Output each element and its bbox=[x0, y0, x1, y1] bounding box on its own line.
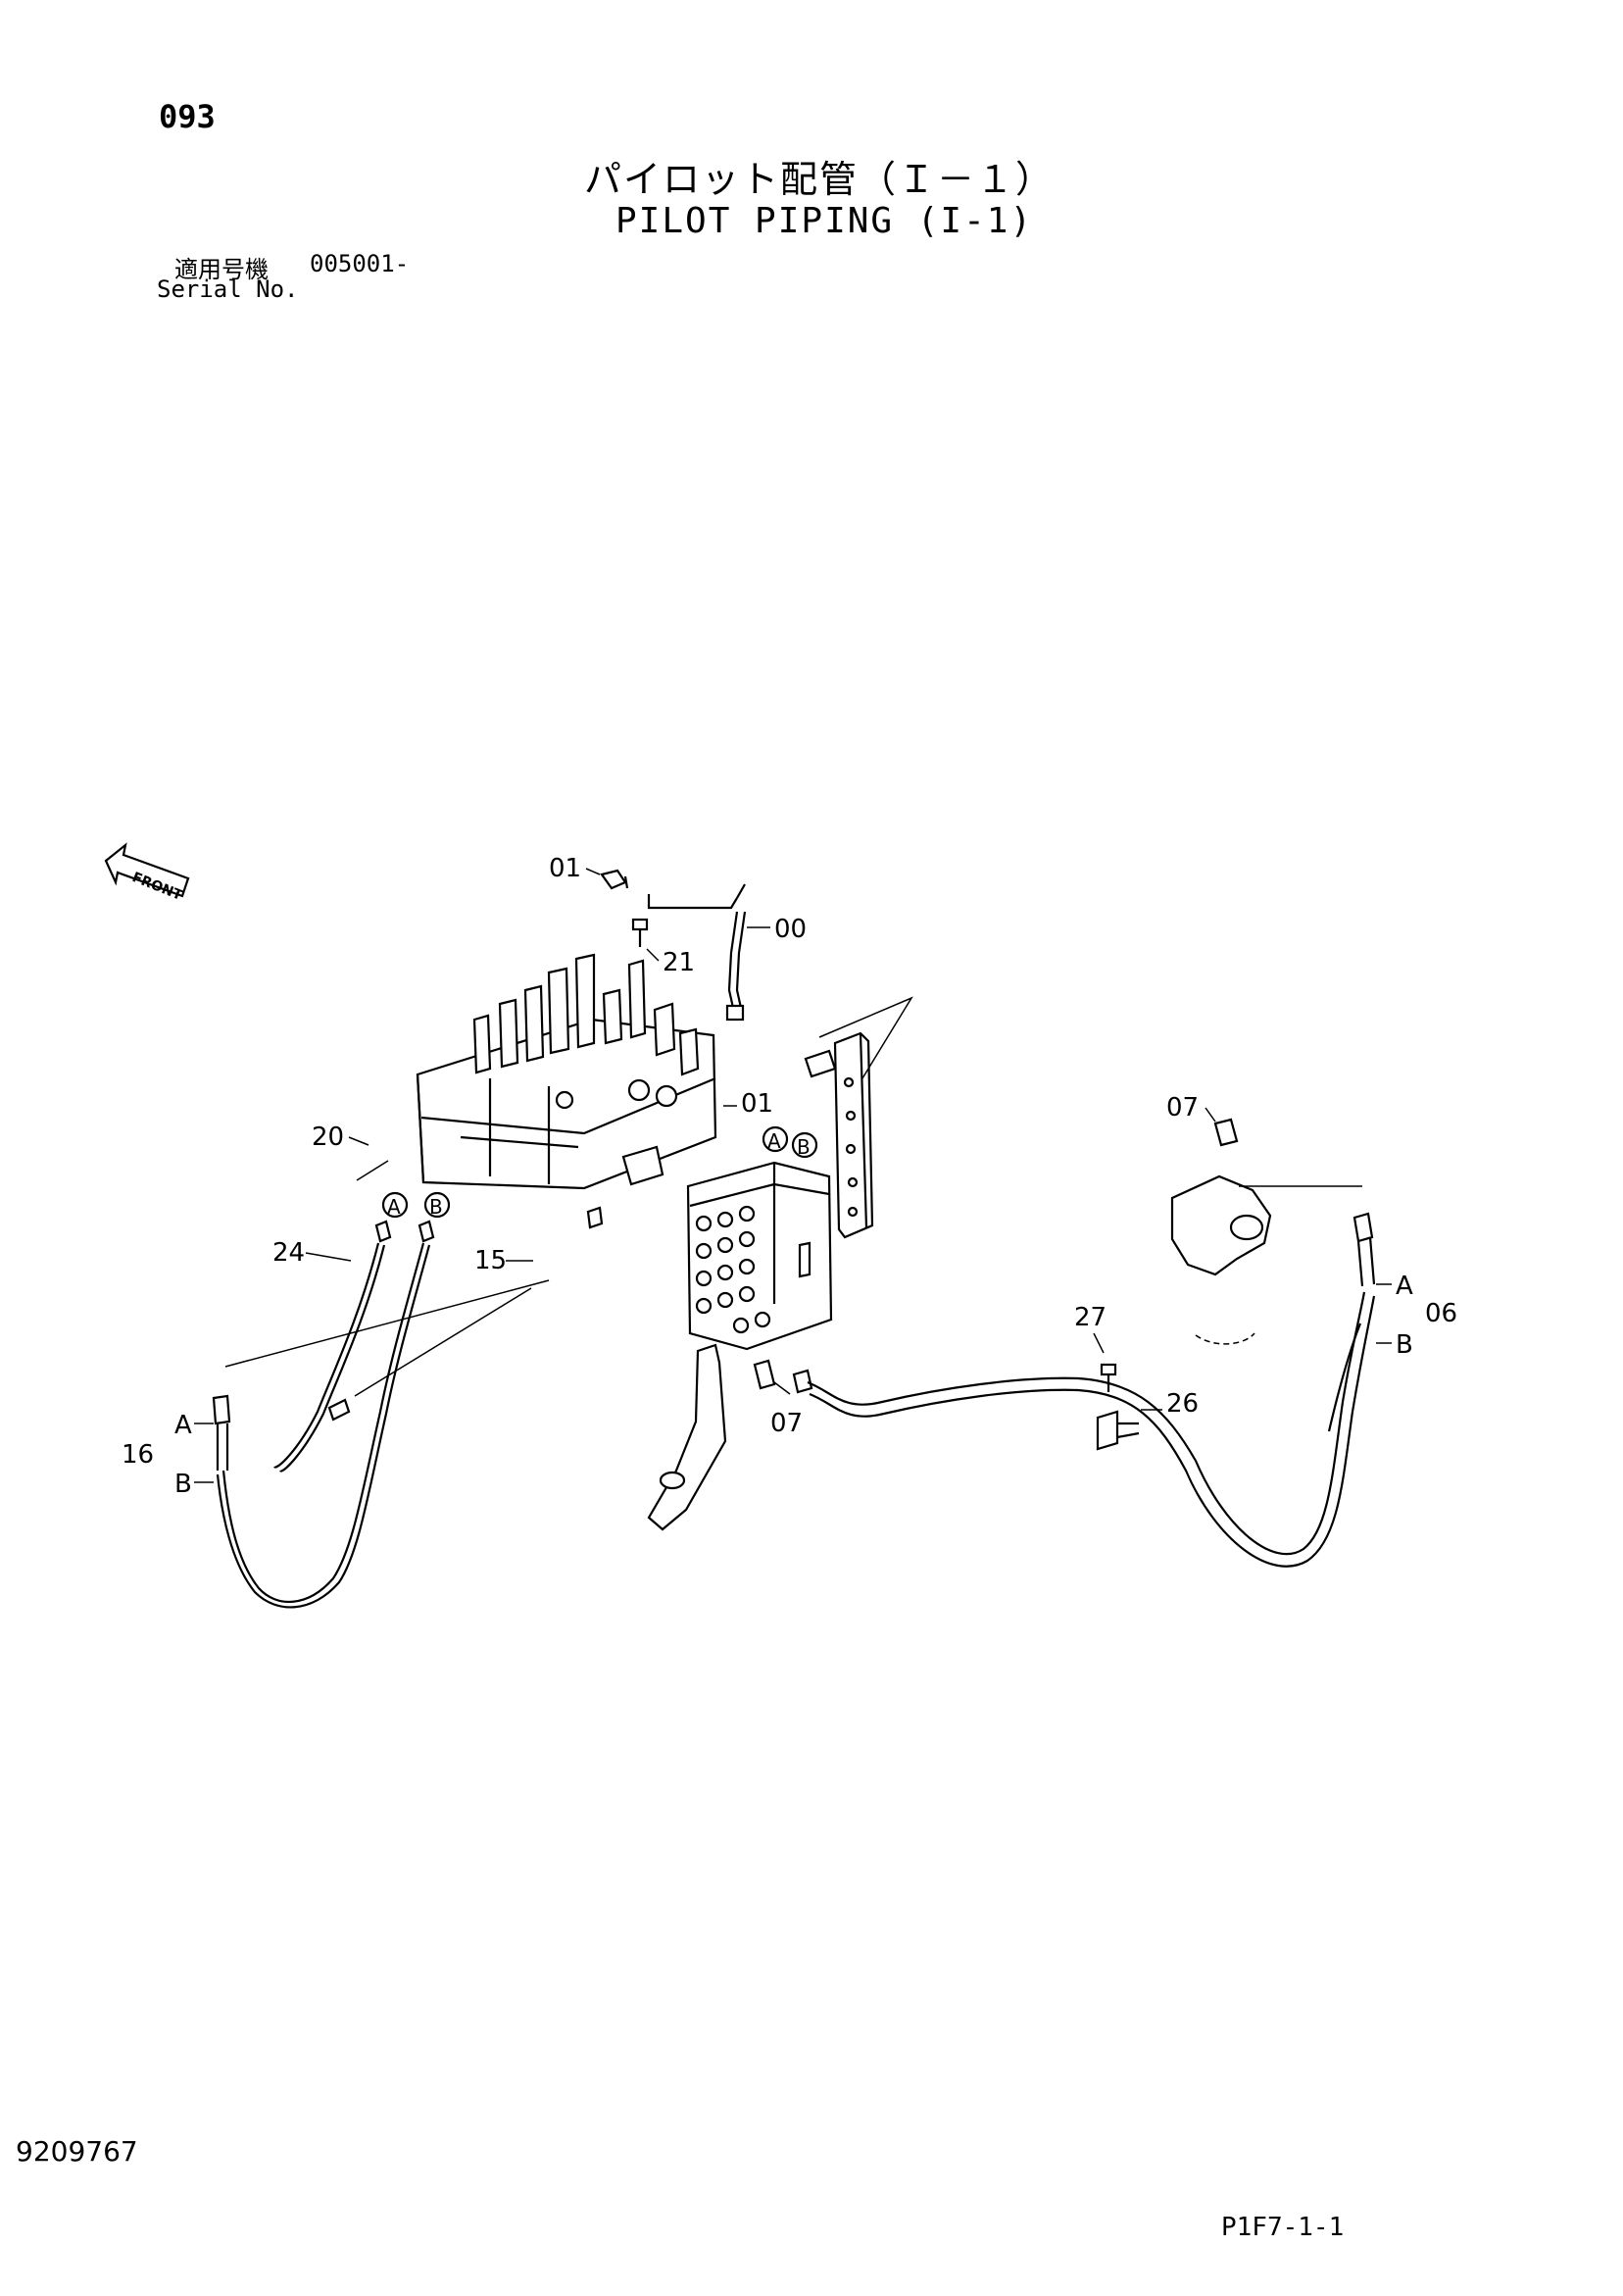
hose-clamp-26 bbox=[1096, 1410, 1140, 1451]
serial-label: Serial No. bbox=[157, 275, 299, 303]
hose-16-end-a: A bbox=[174, 1411, 192, 1440]
bolt-27-icon bbox=[1100, 1363, 1117, 1392]
callout-leaders bbox=[194, 868, 1392, 1483]
callout-07-upper: 07 bbox=[1166, 1093, 1199, 1123]
callout-21: 21 bbox=[663, 948, 695, 977]
pilot-hose-long bbox=[753, 1212, 1376, 1568]
callout-24: 24 bbox=[272, 1238, 305, 1268]
control-lever-tube bbox=[647, 1343, 727, 1531]
port-markers bbox=[381, 1125, 818, 1219]
bolt-21-icon bbox=[631, 918, 649, 947]
callout-27: 27 bbox=[1074, 1303, 1107, 1332]
mounting-bracket bbox=[804, 1031, 874, 1239]
elbow-fitting-07 bbox=[1213, 1118, 1239, 1147]
page-title: PILOT PIPING (I-1) bbox=[615, 201, 1034, 241]
hose-06-end-b: B bbox=[1396, 1330, 1413, 1360]
page-number: 093 bbox=[159, 98, 216, 135]
callout-20: 20 bbox=[312, 1123, 344, 1152]
control-valve-block bbox=[416, 953, 717, 1229]
callout-00: 00 bbox=[774, 915, 807, 944]
pilot-hose-left bbox=[212, 1220, 435, 1609]
pilot-pipe-upper bbox=[600, 869, 747, 1022]
shuttle-valve-body bbox=[1170, 1174, 1272, 1345]
callout-01-upper: 01 bbox=[549, 854, 581, 883]
port-b-marker-left: B bbox=[429, 1195, 443, 1219]
port-b-marker-upper: B bbox=[797, 1135, 811, 1159]
callout-07-lower: 07 bbox=[770, 1409, 803, 1438]
callout-26: 26 bbox=[1166, 1389, 1199, 1419]
callout-16: 16 bbox=[122, 1440, 154, 1470]
callout-01-lower: 01 bbox=[741, 1089, 773, 1119]
document-number: 9209767 bbox=[16, 2135, 138, 2168]
pilot-manifold-block bbox=[686, 1161, 833, 1351]
callout-15: 15 bbox=[474, 1246, 507, 1275]
serial-label-japanese: 適用号機 bbox=[174, 256, 269, 283]
port-a-marker-left: A bbox=[387, 1195, 401, 1219]
page-title-japanese: パイロット配管（Ｉ－１） bbox=[584, 158, 1056, 201]
front-arrow-icon: FRONT bbox=[104, 842, 190, 904]
hose-06-end-a: A bbox=[1396, 1272, 1413, 1301]
page-reference: P1F7-1-1 bbox=[1221, 2213, 1345, 2242]
port-a-marker-upper: A bbox=[767, 1129, 781, 1153]
hose-16-end-b: B bbox=[174, 1470, 192, 1499]
serial-number-range: 005001- bbox=[310, 250, 410, 277]
callout-06: 06 bbox=[1425, 1299, 1457, 1328]
